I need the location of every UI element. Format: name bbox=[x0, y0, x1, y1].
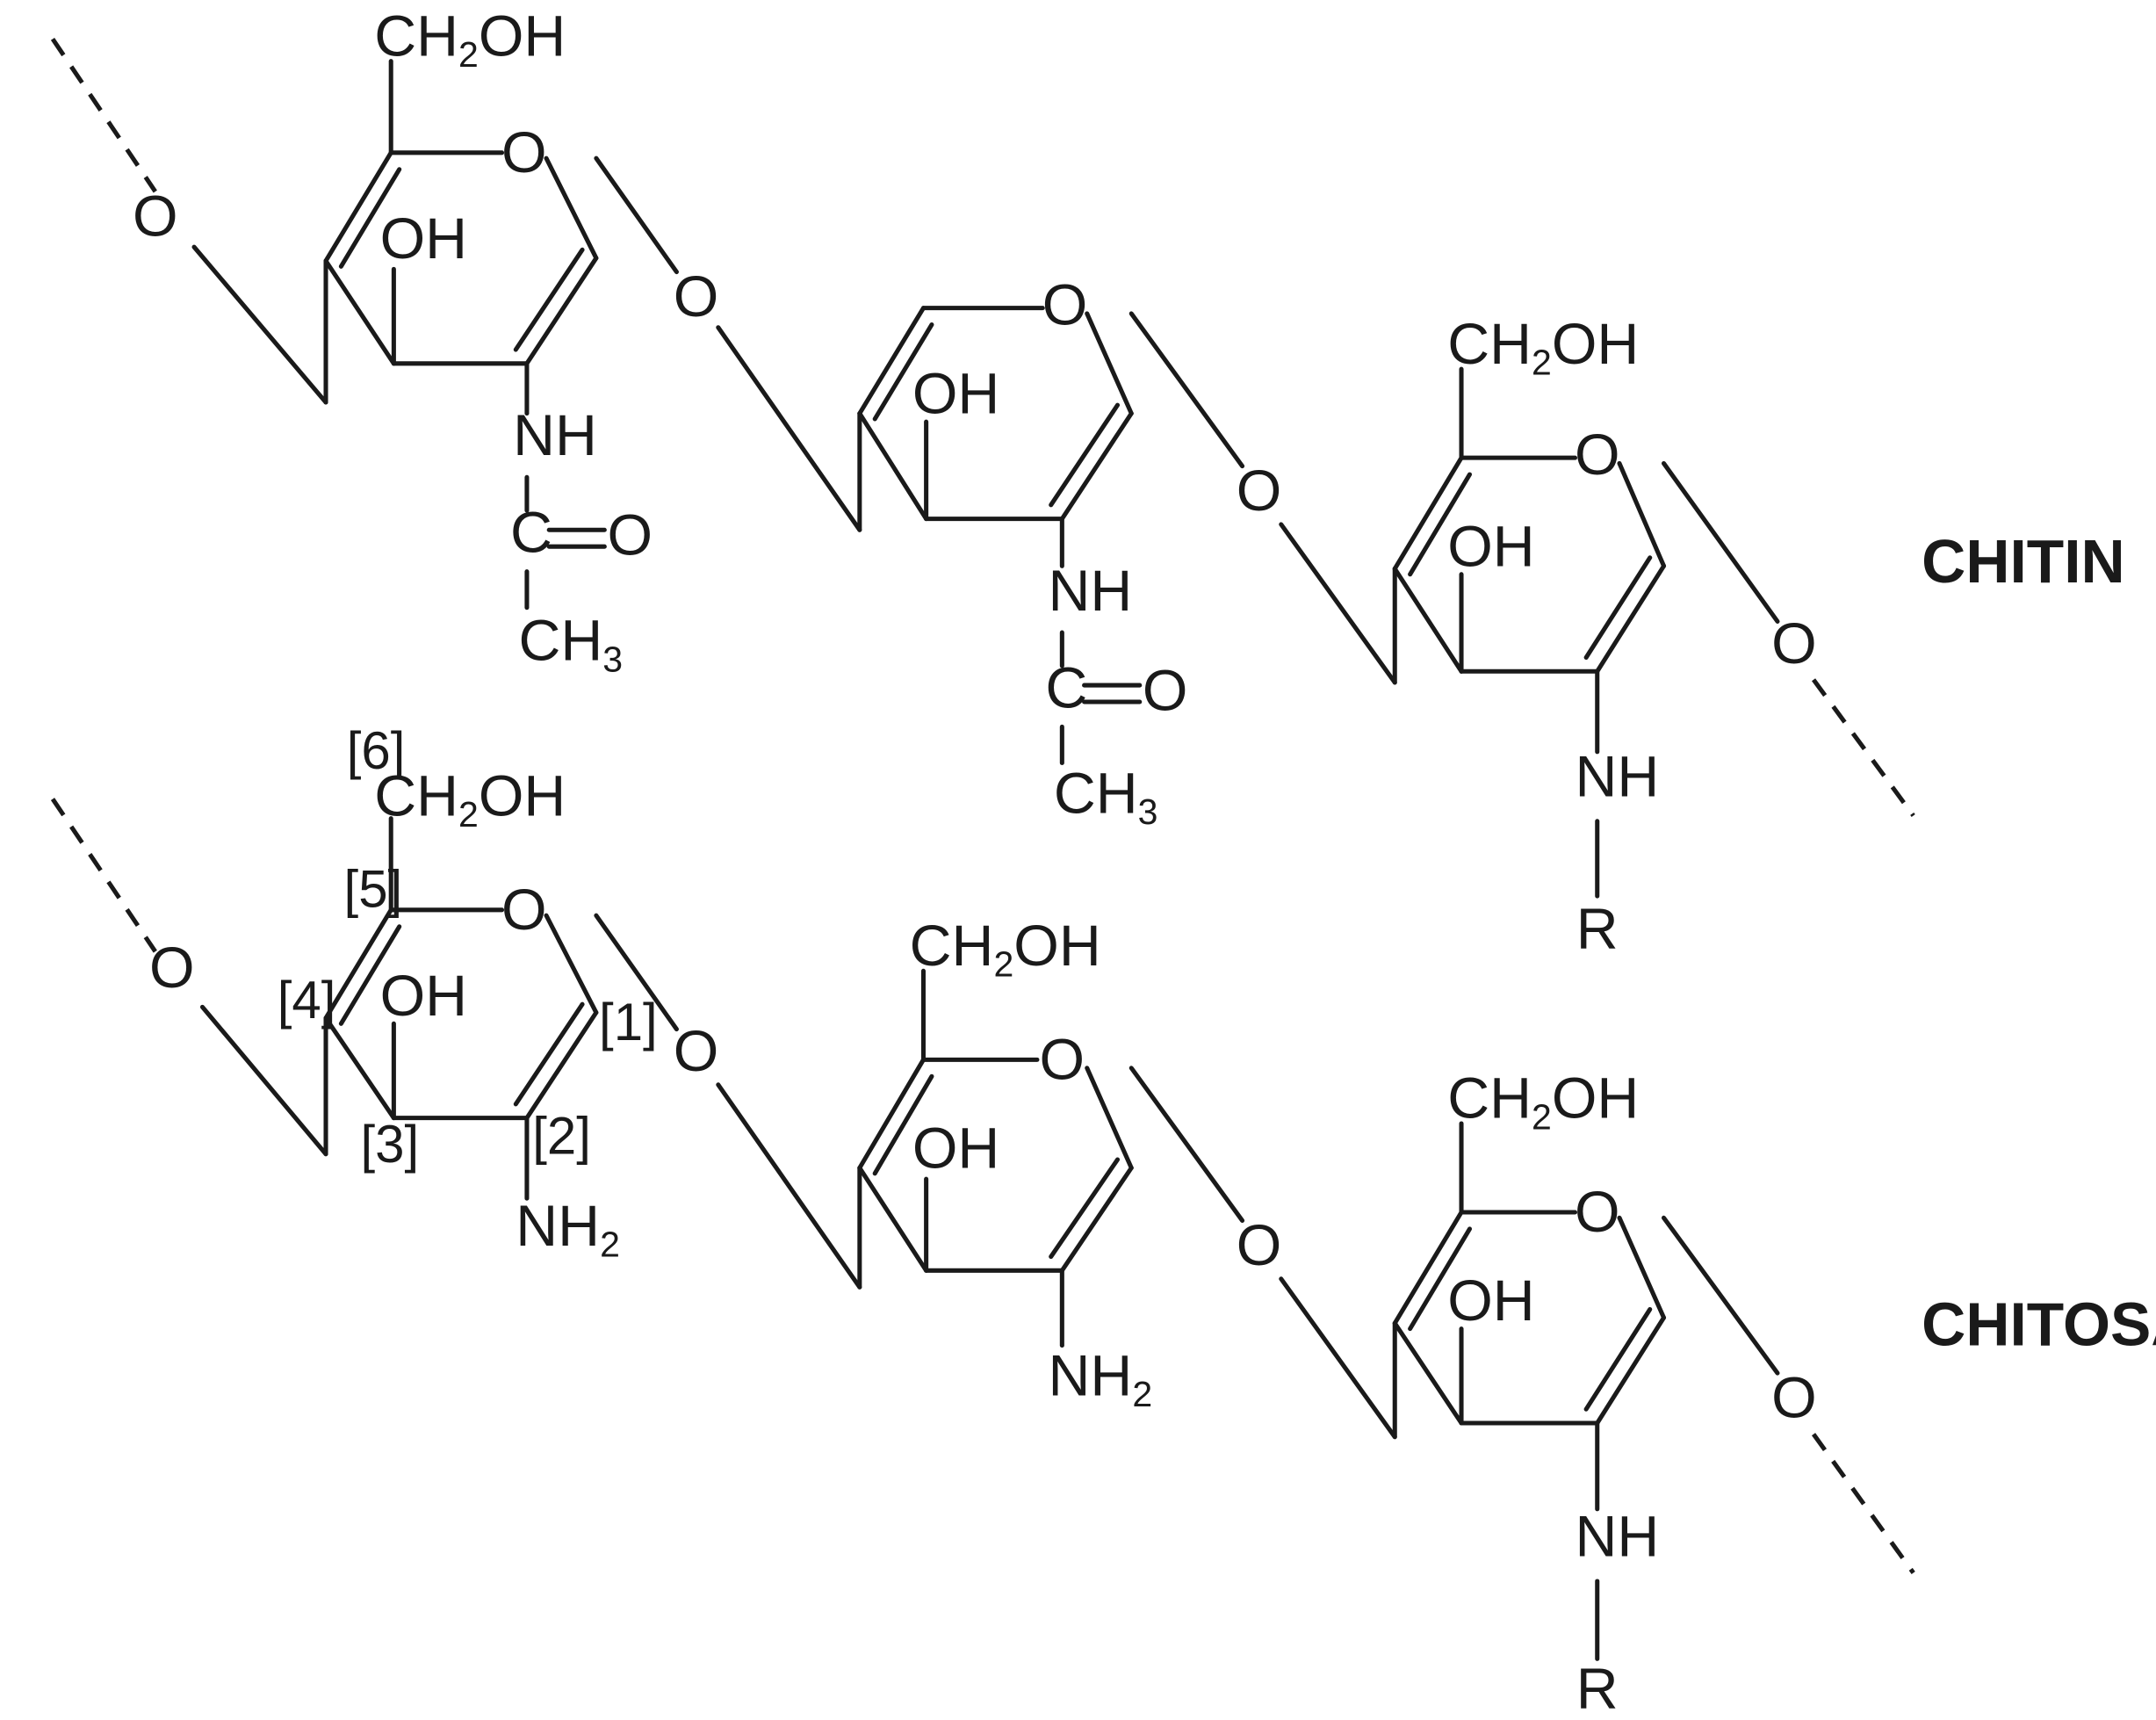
glycosidic-oxygen-label: O bbox=[1237, 459, 1282, 524]
glycosidic-oxygen-label: O bbox=[1237, 1213, 1282, 1278]
ring-oxygen-label: O bbox=[1575, 423, 1620, 488]
carbon-number-6: [6] bbox=[347, 721, 406, 780]
chitin-chain: O O CH2OH OH NH C O CH3 bbox=[50, 4, 2125, 962]
chitosan-ring-1: O CH2OH OH NH2 [1] [2] [3] [4] [5] [6] bbox=[278, 721, 658, 1265]
ring-oxygen-label: O bbox=[1042, 273, 1088, 338]
glycosidic-oxygen-label: O bbox=[149, 936, 195, 1001]
glycosidic-oxygen-label: O bbox=[1771, 611, 1817, 676]
r-group-label: R bbox=[1576, 897, 1619, 962]
ch2oh-label: CH2OH bbox=[910, 914, 1101, 985]
carbon-number-4: [4] bbox=[278, 971, 336, 1030]
carbon-number-3: [3] bbox=[360, 1115, 419, 1174]
amine-nh2-label: NH2 bbox=[516, 1194, 620, 1265]
carbonyl-oxygen-label: O bbox=[608, 503, 653, 568]
r-group-label: R bbox=[1576, 1657, 1619, 1720]
chitosan-chain: O O CH2OH OH NH2 [1] [2] [3] [4] [5] [6 bbox=[50, 721, 2156, 1720]
hydroxyl-label: OH bbox=[1447, 514, 1534, 579]
chitin-ring-3: O CH2OH OH NH R bbox=[1392, 312, 1667, 962]
carbon-number-5: [5] bbox=[344, 860, 403, 919]
glycosidic-oxygen-label: O bbox=[674, 264, 719, 329]
glycosidic-oxygen-label: O bbox=[1771, 1366, 1817, 1431]
carbon-number-2: [2] bbox=[532, 1107, 591, 1166]
ch2oh-label: CH2OH bbox=[1447, 312, 1639, 383]
chitin-ring-1: O CH2OH OH NH C O CH3 bbox=[323, 4, 653, 680]
chitin-name-label: CHITIN bbox=[1922, 527, 2125, 596]
carbonyl-carbon-label: C bbox=[1045, 655, 1087, 720]
carbonyl-oxygen-label: O bbox=[1143, 658, 1188, 723]
ring-oxygen-label: O bbox=[501, 878, 547, 943]
amide-nh-label: NH bbox=[1049, 559, 1133, 624]
ring-oxygen-label: O bbox=[501, 120, 547, 185]
carbonyl-carbon-label: C bbox=[510, 501, 552, 566]
glycosidic-oxygen-label: O bbox=[133, 184, 178, 249]
hydroxyl-label: OH bbox=[912, 1116, 999, 1181]
methyl-label: CH3 bbox=[518, 609, 623, 680]
hydroxyl-label: OH bbox=[1447, 1268, 1534, 1333]
carbon-number-1: [1] bbox=[599, 993, 658, 1052]
glycosidic-oxygen-label: O bbox=[674, 1019, 719, 1084]
hydroxyl-label: OH bbox=[380, 206, 467, 271]
hydroxyl-label: OH bbox=[912, 362, 999, 427]
nh-label: NH bbox=[1575, 1505, 1659, 1570]
ch2oh-label: CH2OH bbox=[374, 763, 566, 835]
ch2oh-label: CH2OH bbox=[1447, 1066, 1639, 1138]
methyl-label: CH3 bbox=[1054, 761, 1158, 832]
amide-nh-label: NH bbox=[513, 403, 597, 468]
ring-oxygen-label: O bbox=[1040, 1027, 1085, 1092]
hydroxyl-label: OH bbox=[380, 964, 467, 1029]
amine-nh2-label: NH2 bbox=[1049, 1343, 1153, 1414]
ring-oxygen-label: O bbox=[1575, 1180, 1620, 1245]
nh-label: NH bbox=[1575, 744, 1659, 809]
chitin-ring-2: O OH NH C O CH3 bbox=[857, 273, 1188, 832]
chitosan-ring-3: O CH2OH OH NH R bbox=[1392, 1066, 1667, 1720]
chitosan-ring-2: O CH2OH OH NH2 bbox=[857, 914, 1153, 1414]
chitosan-name-label: CHITOSAN bbox=[1922, 1290, 2156, 1359]
ch2oh-label: CH2OH bbox=[374, 4, 566, 75]
